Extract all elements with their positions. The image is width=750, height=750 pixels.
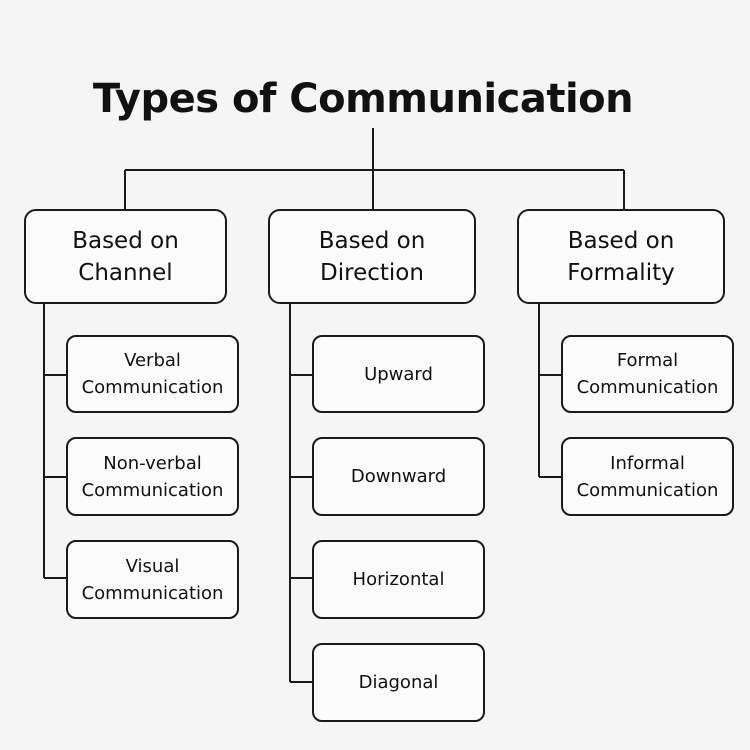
item-informal-communication: Informal Communication (561, 437, 734, 516)
item-label: Visual Communication (81, 555, 224, 604)
item-label: Diagonal (358, 672, 439, 693)
item-label: Upward (364, 363, 433, 385)
item-nonverbal-communication: Non-verbal Communication (66, 437, 239, 516)
category-direction-label: Based on Direction (318, 227, 426, 286)
item-label: Formal Communication (576, 350, 719, 398)
item-horizontal: Horizontal (312, 540, 485, 619)
item-downward: Downward (312, 437, 485, 516)
item-diagonal: Diagonal (312, 643, 485, 722)
item-formal-communication: Formal Communication (561, 335, 734, 413)
item-label: Informal Communication (576, 452, 719, 501)
item-visual-communication: Visual Communication (66, 540, 239, 619)
item-label: Downward (350, 466, 447, 487)
category-channel-box: Based on Channel (24, 209, 227, 304)
category-formality-label: Based on Formality (567, 227, 675, 286)
item-label: Non-verbal Communication (81, 452, 224, 501)
item-label: Verbal Communication (81, 350, 224, 398)
item-label: Horizontal (352, 569, 445, 590)
diagram-title: Types of Communication (92, 76, 634, 122)
category-channel-label: Based on Channel (72, 227, 179, 286)
category-formality-box: Based on Formality (517, 209, 725, 304)
item-verbal-communication: Verbal Communication (66, 335, 239, 413)
category-direction-box: Based on Direction (268, 209, 476, 304)
item-upward: Upward (312, 335, 485, 413)
